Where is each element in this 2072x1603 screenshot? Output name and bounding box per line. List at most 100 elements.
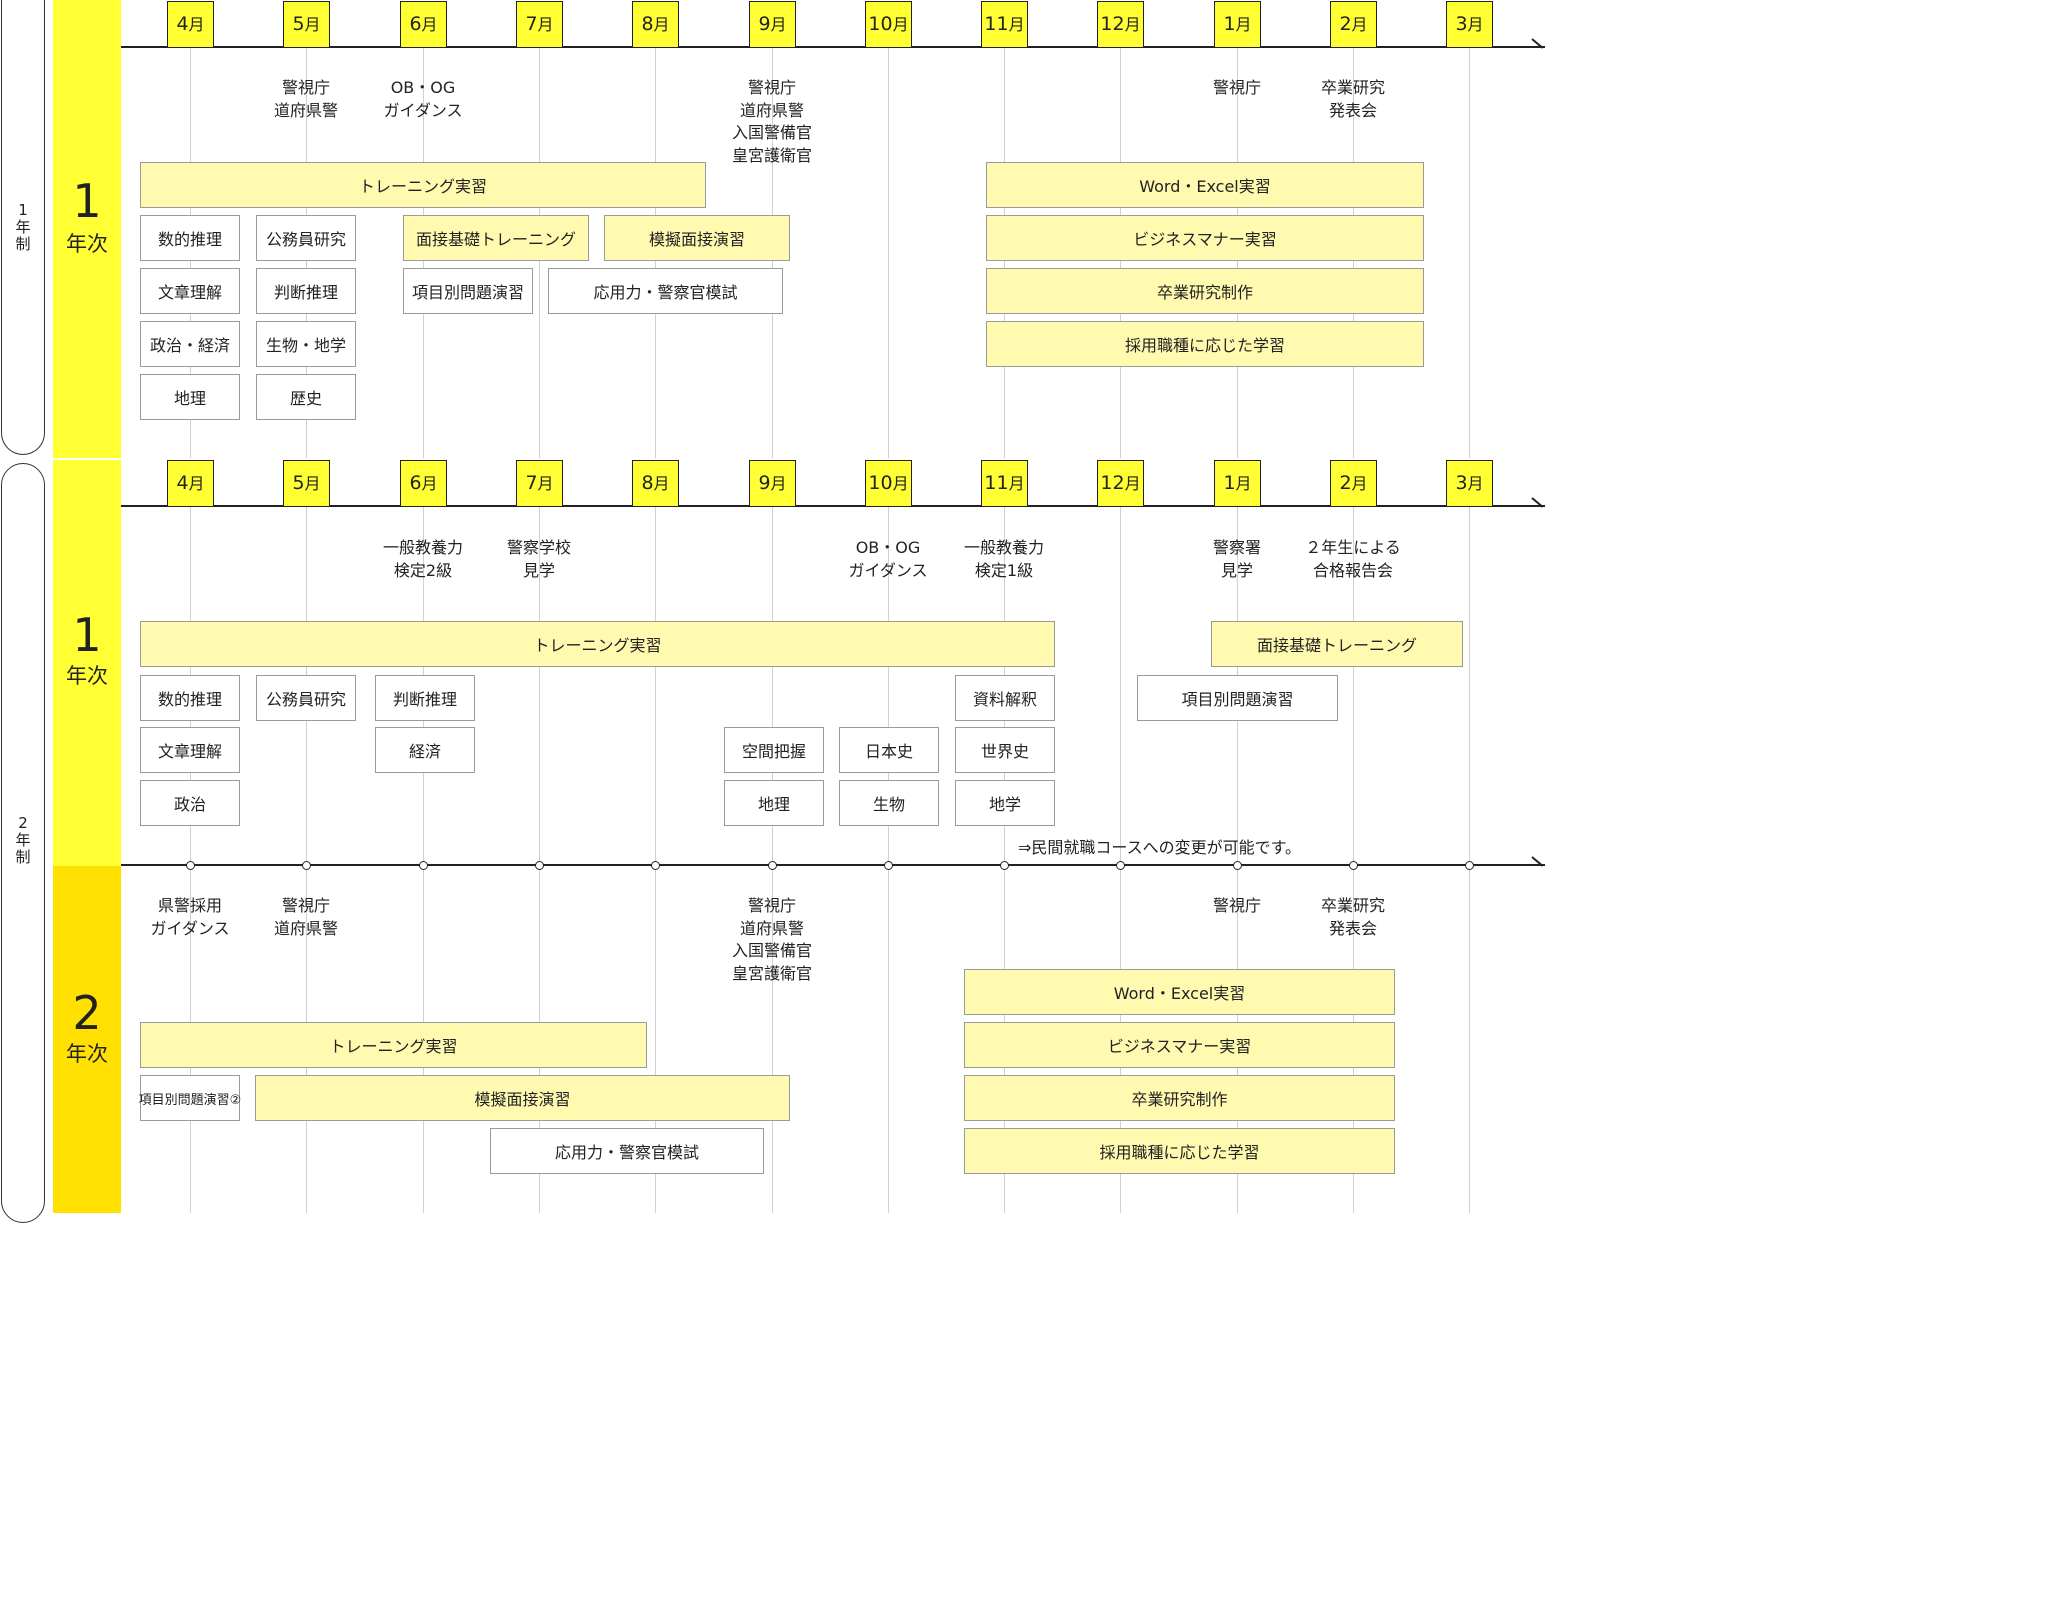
course-box: 文章理解 bbox=[140, 268, 240, 314]
course-box: 地理 bbox=[724, 780, 824, 826]
month-dot bbox=[1465, 861, 1474, 870]
month-dot bbox=[768, 861, 777, 870]
course-box: Word・Excel実習 bbox=[986, 162, 1424, 208]
course-box: 項目別問題演習② bbox=[139, 1075, 241, 1121]
month-label: 5月 bbox=[283, 460, 330, 507]
course-box: 文章理解 bbox=[140, 727, 240, 773]
course-box: 判断推理 bbox=[256, 268, 356, 314]
course-box: 資料解釈 bbox=[955, 675, 1055, 721]
month-label: 8月 bbox=[632, 1, 679, 48]
year-number: 1 bbox=[72, 174, 102, 228]
month-label: 6月 bbox=[400, 1, 447, 48]
course-box: 模擬面接演習 bbox=[604, 215, 790, 261]
year-kanji: 年次 bbox=[66, 232, 108, 256]
course-box: 政治・経済 bbox=[140, 321, 240, 367]
month-gridline bbox=[1469, 47, 1470, 458]
month-gridline bbox=[190, 507, 191, 1213]
band-divider bbox=[53, 458, 121, 460]
month-label: 12月 bbox=[1097, 1, 1144, 48]
month-gridline bbox=[888, 47, 889, 458]
course-box: 卒業研究制作 bbox=[964, 1075, 1395, 1121]
month-gridline bbox=[655, 507, 656, 1213]
course-box: トレーニング実習 bbox=[140, 621, 1055, 667]
month-gridline bbox=[423, 507, 424, 1213]
two-year-course-label: 2年制 bbox=[15, 814, 31, 866]
month-label: 4月 bbox=[167, 1, 214, 48]
event-label: ２年生による 合格報告会 bbox=[1305, 538, 1401, 580]
course-box: 面接基礎トレーニング bbox=[1211, 621, 1463, 667]
month-label: 12月 bbox=[1097, 460, 1144, 507]
course-box: 判断推理 bbox=[375, 675, 475, 721]
course-box: 項目別問題演習 bbox=[1137, 675, 1338, 721]
event-label: 卒業研究 発表会 bbox=[1320, 78, 1386, 120]
month-label: 11月 bbox=[981, 460, 1028, 507]
course-box: 生物・地学 bbox=[256, 321, 356, 367]
year-number: 2 bbox=[72, 986, 102, 1040]
course-box: 政治 bbox=[140, 780, 240, 826]
event-label: 警視庁 bbox=[1212, 896, 1262, 915]
course-change-note: ⇒民間就職コースへの変更が可能です。 bbox=[1018, 838, 1302, 857]
course-box: トレーニング実習 bbox=[140, 162, 706, 208]
event-label: 県警採用 ガイダンス bbox=[150, 896, 230, 938]
month-label: 9月 bbox=[749, 1, 796, 48]
event-label: 警視庁 道府県警 bbox=[273, 78, 339, 120]
course-box: 公務員研究 bbox=[256, 675, 356, 721]
timeline-axis bbox=[121, 505, 1545, 507]
event-label: OB・OG ガイダンス bbox=[383, 78, 463, 120]
course-box: 数的推理 bbox=[140, 215, 240, 261]
event-label: 警察署 見学 bbox=[1212, 538, 1262, 580]
course-box: 採用職種に応じた学習 bbox=[964, 1128, 1395, 1174]
month-label: 7月 bbox=[516, 460, 563, 507]
month-dot bbox=[1000, 861, 1009, 870]
course-box: Word・Excel実習 bbox=[964, 969, 1395, 1015]
month-gridline bbox=[1469, 507, 1470, 1213]
month-label: 2月 bbox=[1330, 1, 1377, 48]
month-gridline bbox=[306, 507, 307, 1213]
course-box: 地理 bbox=[140, 374, 240, 420]
event-label: 警視庁 道府県警 bbox=[273, 896, 339, 938]
month-label: 6月 bbox=[400, 460, 447, 507]
month-gridline bbox=[1237, 507, 1238, 1213]
course-box: 応用力・警察官模試 bbox=[490, 1128, 764, 1174]
month-dot bbox=[884, 861, 893, 870]
two-year-course-bracket bbox=[1, 463, 45, 1223]
month-dot bbox=[1116, 861, 1125, 870]
event-label: 一般教養力 検定1級 bbox=[963, 538, 1045, 580]
month-gridline bbox=[1353, 507, 1354, 1213]
event-label: 警視庁 道府県警 入国警備官 皇宮護衛官 bbox=[731, 896, 813, 983]
year-number: 1 bbox=[72, 608, 102, 662]
one-year-course-label: 1年制 bbox=[15, 201, 31, 253]
month-label: 1月 bbox=[1214, 1, 1261, 48]
event-label: 警視庁 道府県警 入国警備官 皇宮護衛官 bbox=[731, 78, 813, 165]
course-box: ビジネスマナー実習 bbox=[986, 215, 1424, 261]
month-dot bbox=[302, 861, 311, 870]
course-box: 歴史 bbox=[256, 374, 356, 420]
course-box: 経済 bbox=[375, 727, 475, 773]
month-dot bbox=[1349, 861, 1358, 870]
year1-band bbox=[53, 0, 121, 866]
month-gridline bbox=[1004, 507, 1005, 1213]
month-dot bbox=[1233, 861, 1242, 870]
month-label: 3月 bbox=[1446, 460, 1493, 507]
month-label: 2月 bbox=[1330, 460, 1377, 507]
month-label: 10月 bbox=[865, 460, 912, 507]
one-year-course-bracket bbox=[1, 0, 45, 455]
month-gridline bbox=[888, 507, 889, 1213]
month-gridline bbox=[772, 507, 773, 1213]
month-label: 7月 bbox=[516, 1, 563, 48]
event-label: OB・OG ガイダンス bbox=[848, 538, 928, 580]
month-label: 3月 bbox=[1446, 1, 1493, 48]
course-box: 模擬面接演習 bbox=[255, 1075, 790, 1121]
event-label: 一般教養力 検定2級 bbox=[382, 538, 464, 580]
course-box: 生物 bbox=[839, 780, 939, 826]
timeline-axis bbox=[121, 864, 1545, 866]
course-box: 応用力・警察官模試 bbox=[548, 268, 783, 314]
course-box: 日本史 bbox=[839, 727, 939, 773]
month-label: 11月 bbox=[981, 1, 1028, 48]
year-kanji: 年次 bbox=[66, 1042, 108, 1066]
course-box: 面接基礎トレーニング bbox=[403, 215, 589, 261]
course-box: 公務員研究 bbox=[256, 215, 356, 261]
course-box: 項目別問題演習 bbox=[403, 268, 533, 314]
month-dot bbox=[186, 861, 195, 870]
course-box: 地学 bbox=[955, 780, 1055, 826]
